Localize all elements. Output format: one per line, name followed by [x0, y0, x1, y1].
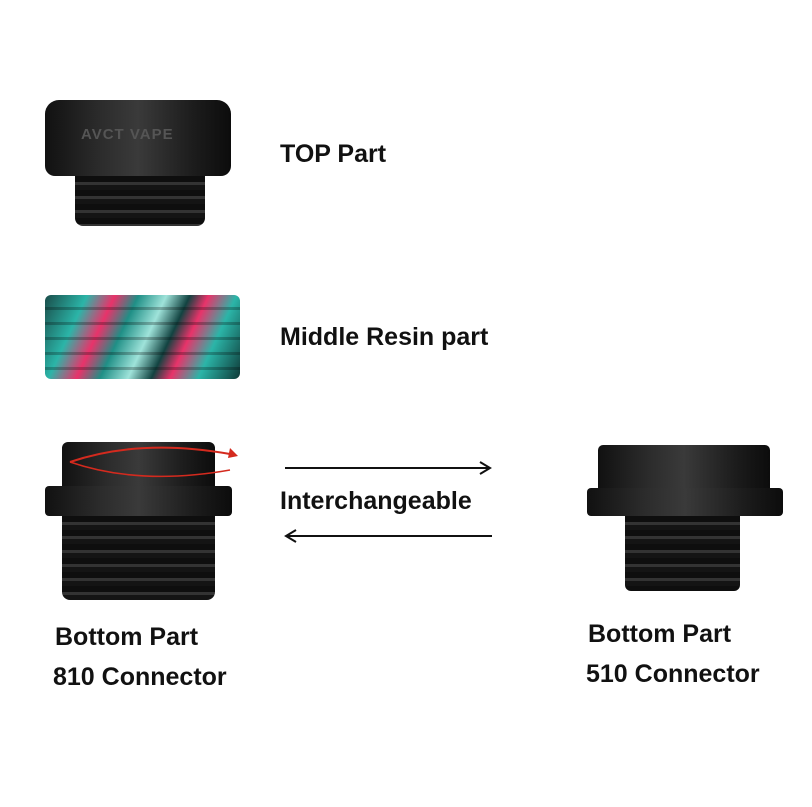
bottom-left-label-line1: Bottom Part	[55, 623, 199, 651]
top-part-image: AVCT VAPE	[45, 100, 235, 228]
left-arrow-icon	[284, 529, 492, 543]
bottom-right-label-line1: Bottom Part	[588, 620, 732, 648]
interchangeable-label: Interchangeable	[280, 487, 472, 515]
middle-resin-image	[45, 295, 240, 379]
right-arrow-icon	[285, 461, 492, 475]
top-part-label: TOP Part	[280, 140, 387, 168]
bottom-right-label-line2: 510 Connector	[586, 660, 760, 688]
middle-part-label: Middle Resin part	[280, 323, 489, 351]
bottom-810-part-image	[40, 440, 240, 605]
bottom-left-label-line2: 810 Connector	[53, 663, 227, 691]
bottom-510-part-image	[585, 445, 785, 595]
logo-engraving: AVCT VAPE	[81, 126, 174, 143]
rotation-arrow-icon	[69, 446, 238, 478]
